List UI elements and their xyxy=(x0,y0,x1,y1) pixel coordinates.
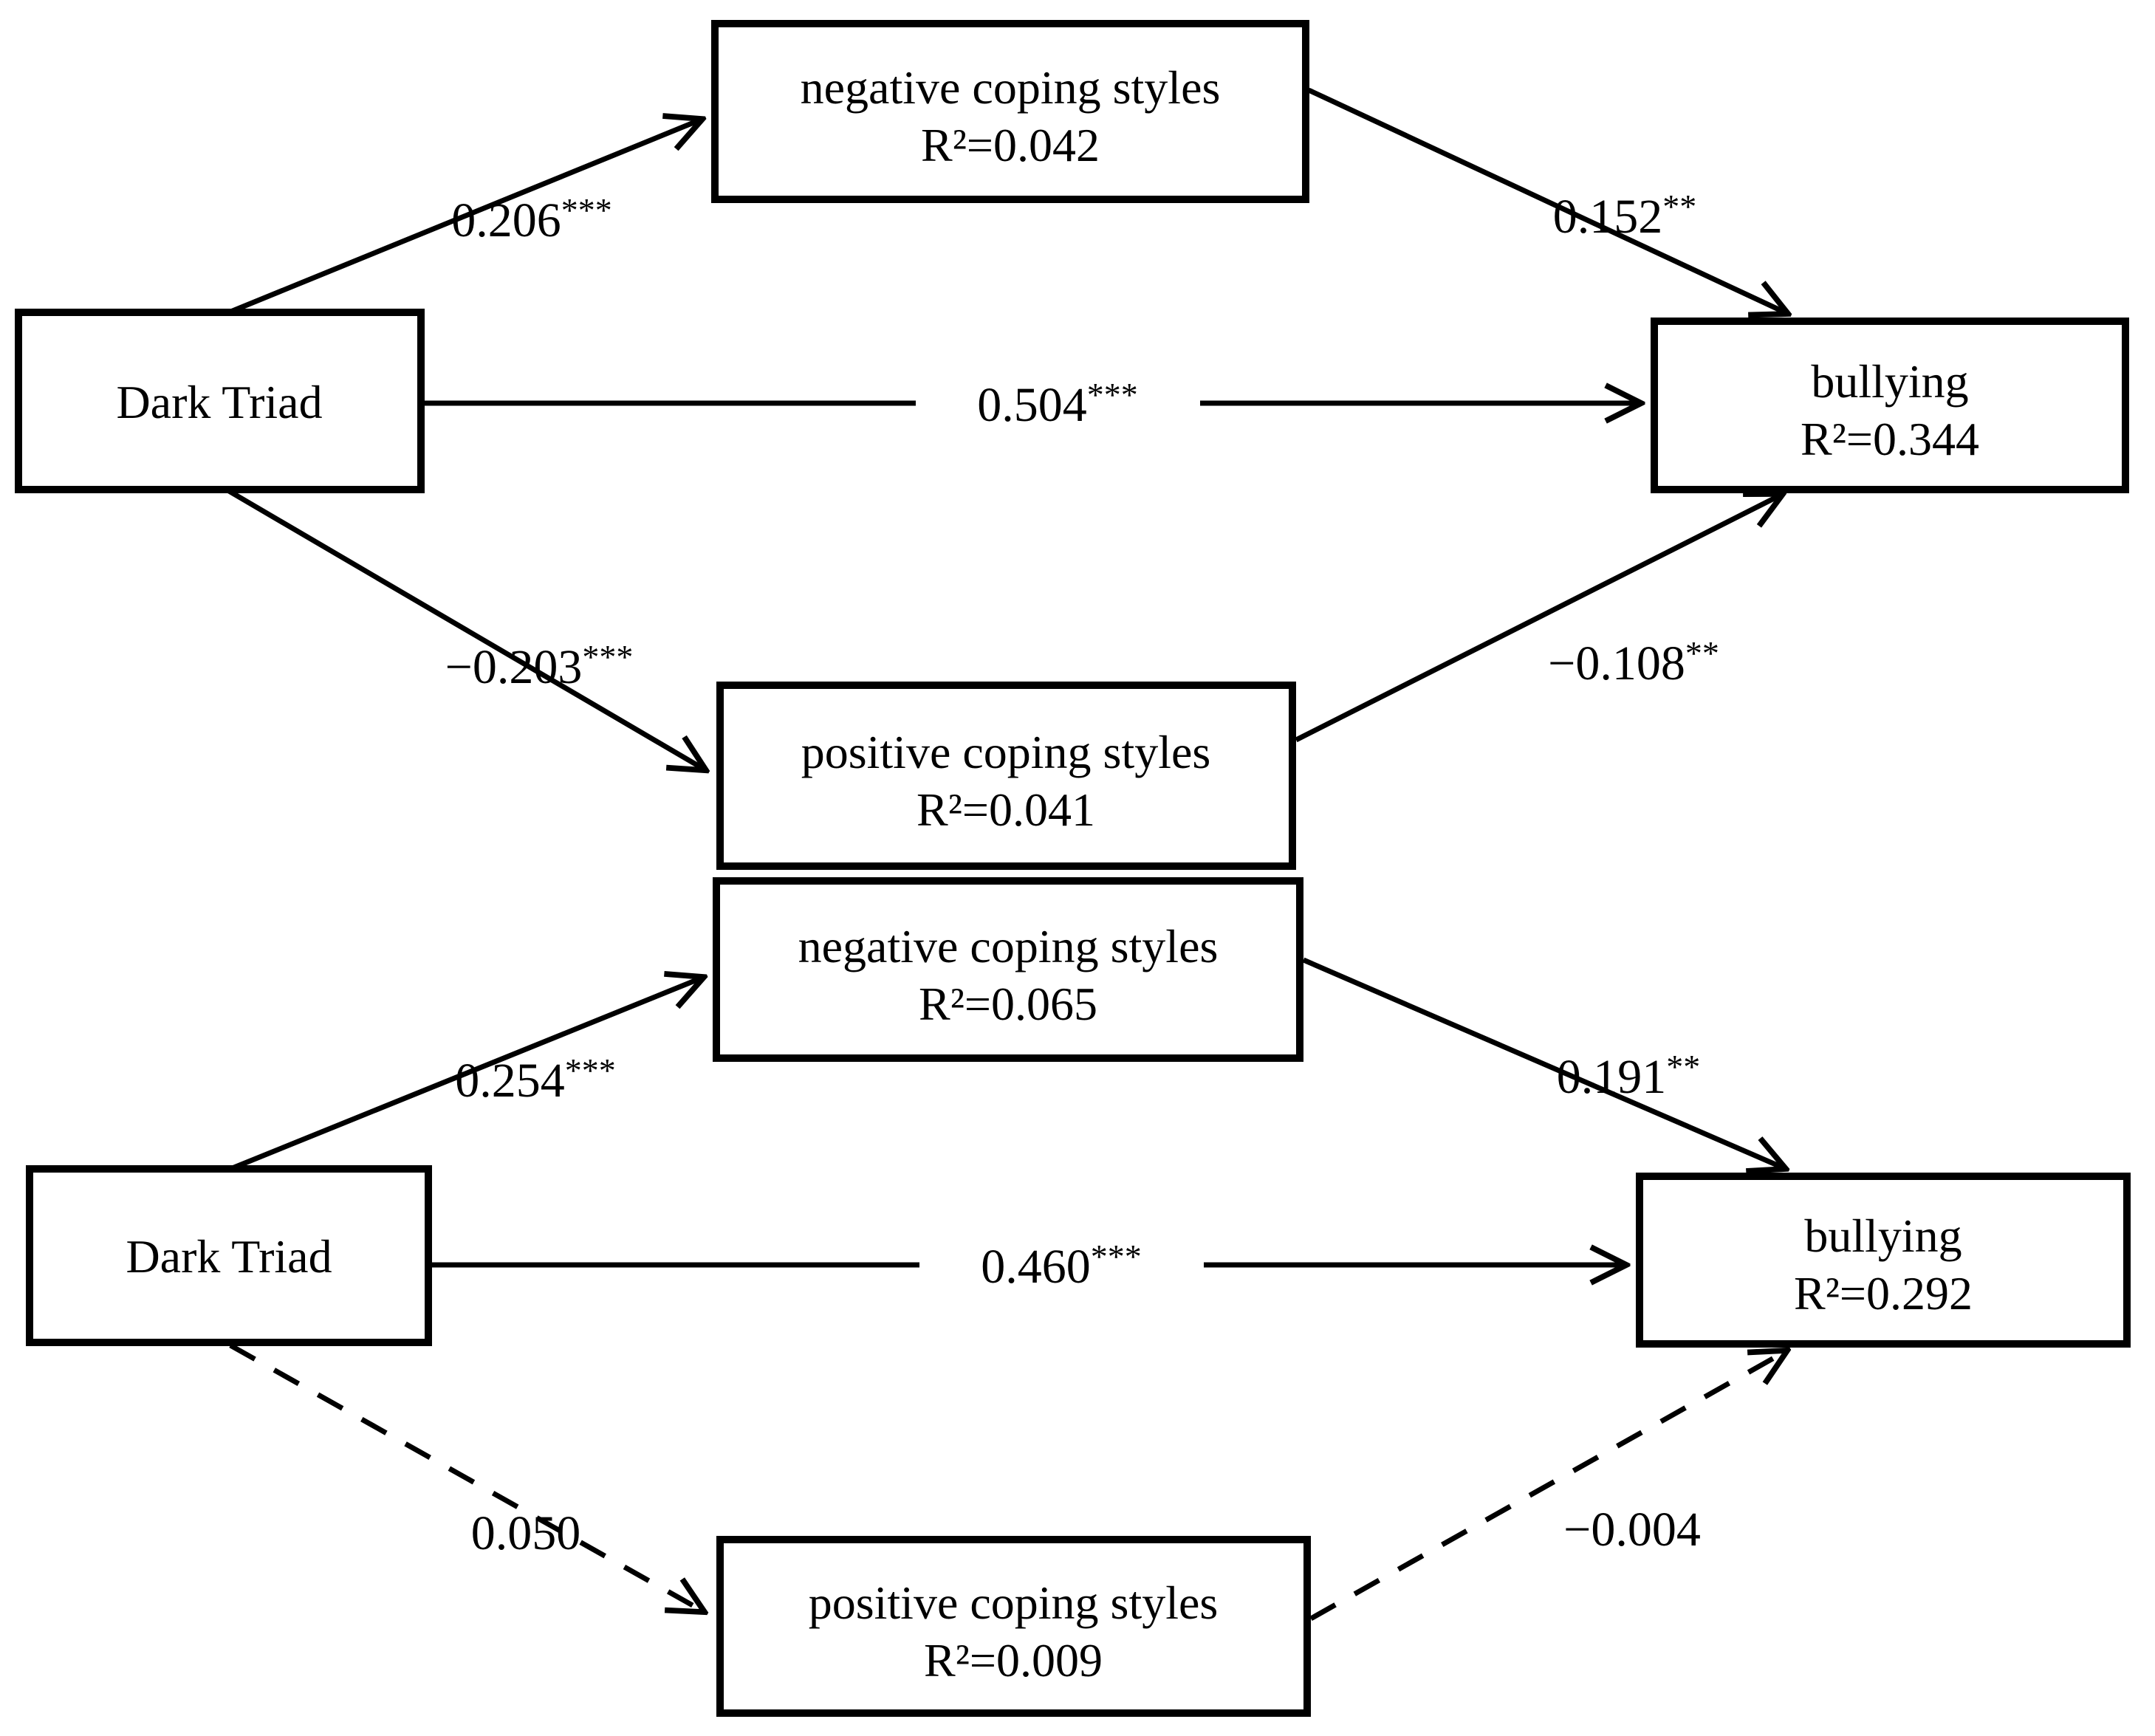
path-label-top-predictor-to-negative: 0.206*** xyxy=(451,191,612,247)
path-line-top-predictor-to-positive xyxy=(227,488,705,769)
node-top-negative-mediator-box xyxy=(711,20,1309,203)
node-top-outcome-label: bullying xyxy=(1811,355,1968,408)
path-line-bottom-predictor-to-positive xyxy=(229,1342,703,1611)
node-top-outcome-r2: R²=0.344 xyxy=(1801,413,1979,465)
node-top-negative-mediator-r2: R²=0.042 xyxy=(921,119,1100,171)
node-bottom-negative-mediator-box xyxy=(713,877,1303,1062)
node-top-negative-mediator: negative coping styles R²=0.042 xyxy=(711,20,1309,203)
path-line-top-predictor-to-negative xyxy=(227,120,701,315)
node-bottom-predictor-box xyxy=(26,1165,432,1346)
path-label-bottom-negative-to-outcome: 0.191** xyxy=(1557,1048,1701,1104)
node-bottom-negative-mediator-r2: R²=0.065 xyxy=(919,978,1097,1030)
node-top-positive-mediator-label: positive coping styles xyxy=(801,726,1211,778)
path-label-top-positive-to-outcome: −0.108** xyxy=(1548,634,1719,690)
path-label-top-predictor-to-outcome: 0.504*** xyxy=(977,376,1138,432)
node-bottom-outcome-box xyxy=(1636,1173,2131,1348)
path-label-bottom-predictor-to-outcome: 0.460*** xyxy=(981,1238,1142,1294)
node-bottom-positive-mediator: positive coping styles R²=0.009 xyxy=(716,1536,1311,1717)
path-label-mask-bottom-direct xyxy=(919,1222,1204,1307)
node-bottom-outcome: bullying R²=0.292 xyxy=(1636,1173,2131,1348)
node-bottom-outcome-r2: R²=0.292 xyxy=(1794,1267,1973,1320)
path-line-top-negative-to-outcome xyxy=(1307,87,1786,313)
node-bottom-negative-mediator-label: negative coping styles xyxy=(798,920,1219,972)
node-bottom-positive-mediator-r2: R²=0.009 xyxy=(924,1634,1103,1687)
node-bottom-negative-mediator: negative coping styles R²=0.065 xyxy=(713,877,1303,1062)
node-top-predictor-box xyxy=(15,309,425,493)
node-top-outcome-box xyxy=(1651,318,2129,493)
node-bottom-outcome-label: bullying xyxy=(1804,1210,1962,1262)
path-label-top-negative-to-outcome: 0.152** xyxy=(1553,188,1697,244)
node-bottom-positive-mediator-box xyxy=(716,1536,1311,1717)
node-bottom-predictor-label: Dark Triad xyxy=(126,1230,332,1283)
node-top-outcome: bullying R²=0.344 xyxy=(1651,318,2129,493)
path-label-top-predictor-to-positive: −0.203*** xyxy=(445,638,634,694)
path-label-mask-top-direct xyxy=(916,360,1200,445)
path-line-bottom-negative-to-outcome xyxy=(1302,957,1784,1168)
path-line-bottom-predictor-to-negative xyxy=(229,978,702,1172)
node-top-predictor: Dark Triad xyxy=(15,309,425,493)
node-top-negative-mediator-label: negative coping styles xyxy=(801,61,1221,114)
path-label-bottom-predictor-to-positive: 0.050 xyxy=(471,1506,581,1560)
node-top-positive-mediator-r2: R²=0.041 xyxy=(917,783,1095,836)
node-top-predictor-label: Dark Triad xyxy=(116,376,322,428)
path-line-bottom-positive-to-outcome xyxy=(1309,1351,1786,1622)
node-top-positive-mediator-box xyxy=(716,682,1296,870)
node-top-positive-mediator: positive coping styles R²=0.041 xyxy=(716,682,1296,870)
node-bottom-predictor: Dark Triad xyxy=(26,1165,432,1346)
path-label-bottom-predictor-to-negative: 0.254*** xyxy=(455,1051,616,1108)
path-line-top-positive-to-outcome xyxy=(1295,495,1781,743)
node-bottom-positive-mediator-label: positive coping styles xyxy=(809,1577,1219,1629)
path-label-bottom-positive-to-outcome: −0.004 xyxy=(1563,1503,1701,1557)
